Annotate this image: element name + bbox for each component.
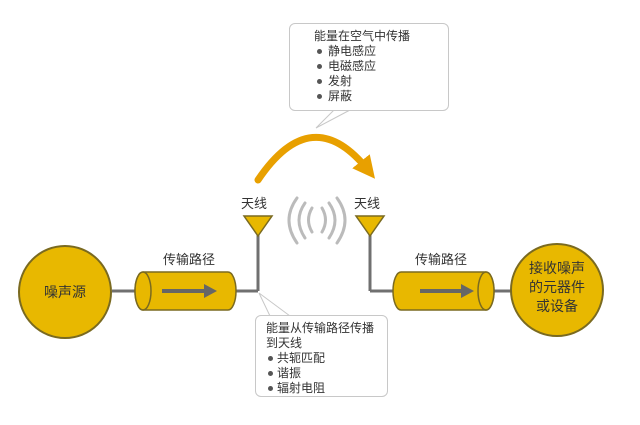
wave-left-middle	[297, 201, 307, 240]
callout-path-list: 共轭匹配 谐振 辐射电阻	[266, 351, 379, 396]
right-transmission-path: 传输路径	[392, 252, 495, 311]
list-item: 辐射电阻	[266, 381, 379, 396]
wave-left-inner	[307, 206, 314, 234]
list-item: 谐振	[266, 366, 379, 381]
receiver-label-line-2: 的元器件	[529, 280, 585, 296]
radiation-waves	[287, 196, 347, 245]
list-item: 屏蔽	[314, 89, 438, 104]
energy-arc-arrow	[254, 133, 376, 184]
callout-energy-in-air: 能量在空气中传播 静电感应 电磁感应 发射 屏蔽	[289, 23, 449, 111]
callout-path-pointer	[258, 292, 291, 317]
wave-right-middle	[327, 201, 337, 240]
noise-source: 噪声源	[18, 245, 112, 339]
right-path-label: 传输路径	[415, 252, 467, 268]
callout-path-title-line-1: 能量从传输路径传播	[266, 321, 375, 335]
receiver-label-line-3: 或设备	[536, 298, 578, 315]
receiver-label-line-1: 接收噪声	[529, 260, 585, 277]
list-item: 电磁感应	[314, 59, 438, 74]
callout-air-title: 能量在空气中传播	[314, 29, 411, 43]
receiver-device: 接收噪声 的元器件 或设备	[510, 243, 604, 337]
list-item: 静电感应	[314, 44, 438, 59]
callout-air-pointer	[315, 109, 351, 129]
left-transmission-path: 传输路径	[134, 252, 237, 311]
wave-left-outer	[287, 196, 299, 245]
list-item: 共轭匹配	[266, 351, 379, 366]
callout-path-title-line-2: 到天线	[266, 336, 303, 350]
callout-path-to-antenna: 能量从传输路径传播 到天线 共轭匹配 谐振 辐射电阻	[255, 315, 388, 397]
wave-right-inner	[320, 206, 327, 234]
left-path-label: 传输路径	[163, 252, 215, 268]
left-antenna-label: 天线	[241, 197, 267, 212]
list-item: 发射	[314, 74, 438, 89]
left-antenna: 天线	[241, 197, 274, 238]
left-path-arrow-head	[204, 284, 217, 298]
noise-source-label: 噪声源	[44, 285, 86, 301]
wave-right-outer	[335, 196, 347, 245]
right-antenna: 天线	[354, 197, 386, 238]
right-antenna-label: 天线	[354, 197, 380, 212]
right-path-arrow-head	[461, 284, 474, 298]
callout-air-list: 静电感应 电磁感应 发射 屏蔽	[314, 44, 438, 104]
